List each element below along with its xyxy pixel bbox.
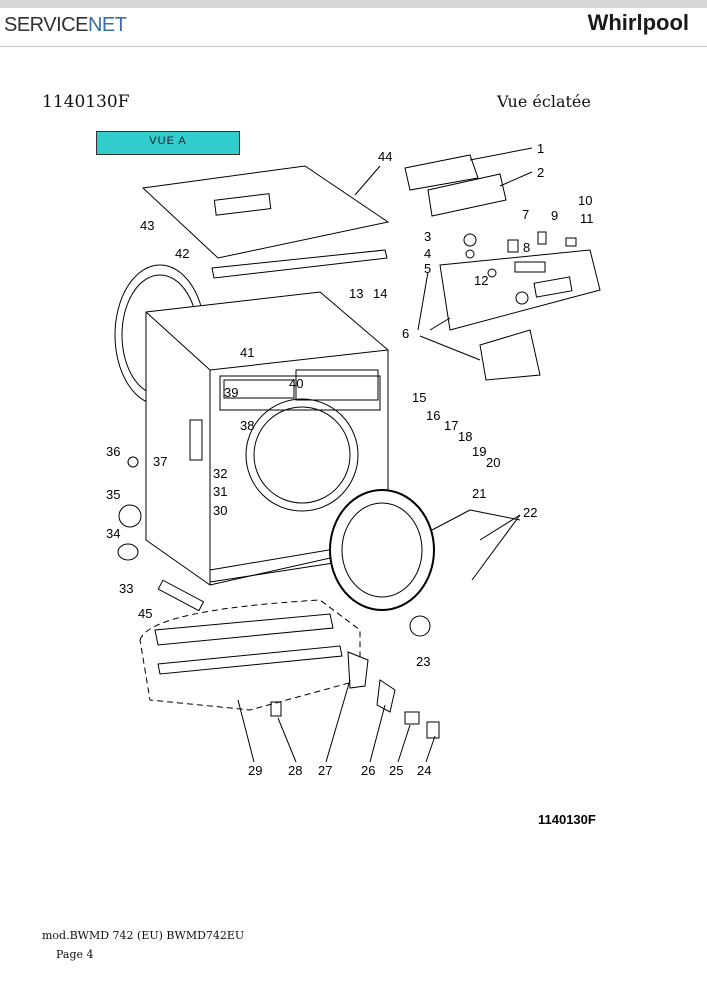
callout-5: 5: [424, 261, 431, 276]
part-lock-24: [426, 721, 440, 739]
callout-16: 16: [426, 408, 440, 423]
servicenet-logo: SERVICENET: [4, 14, 127, 37]
callout-6: 6: [402, 326, 409, 341]
footer-page-number: Page 4: [56, 948, 94, 961]
callout-17: 17: [444, 418, 458, 433]
part-sw-11: [565, 237, 577, 247]
callout-38: 38: [240, 418, 254, 433]
part-control-panel: [439, 249, 601, 331]
callout-3: 3: [424, 229, 431, 244]
callout-labels: 1 2 3 4 5 6 7 8 9 10 11 12 13 14 15 16 1…: [106, 141, 594, 778]
callout-41: 41: [240, 345, 254, 360]
callout-26: 26: [361, 763, 375, 778]
logo-text-service: SERVICE: [4, 14, 88, 36]
callout-42: 42: [175, 246, 189, 261]
callout-44: 44: [378, 149, 392, 164]
callout-8: 8: [523, 240, 530, 255]
callout-4: 4: [424, 246, 431, 261]
whirlpool-logo: Whirlpool: [587, 10, 689, 35]
part-hose-33: [117, 543, 139, 561]
footer-model: mod.BWMD 742 (EU) BWMD742EU: [42, 929, 245, 942]
header-divider: [0, 46, 707, 47]
callout-13: 13: [349, 286, 363, 301]
callout-23: 23: [416, 654, 430, 669]
callout-37: 37: [153, 454, 167, 469]
header-band: [0, 0, 707, 8]
part-filter-23: [409, 615, 431, 637]
part-pcb-1: [404, 154, 479, 191]
callout-15: 15: [412, 390, 426, 405]
callout-7: 7: [522, 207, 529, 222]
callout-9: 9: [551, 208, 558, 223]
callout-40: 40: [289, 376, 303, 391]
callout-36: 36: [106, 444, 120, 459]
part-pump-34: [118, 504, 142, 528]
callout-2: 2: [537, 165, 544, 180]
callout-35: 35: [106, 487, 120, 502]
callout-21: 21: [472, 486, 486, 501]
callout-18: 18: [458, 429, 472, 444]
callout-28: 28: [288, 763, 302, 778]
view-label: VUE A: [96, 131, 240, 155]
reference-code-bottom: 1140130F: [538, 812, 596, 827]
callout-24: 24: [417, 763, 431, 778]
callout-10: 10: [578, 193, 592, 208]
part-sw-9: [537, 231, 547, 245]
part-sw-7: [507, 239, 519, 253]
logo-text-net: NET: [87, 14, 127, 36]
callout-19: 19: [472, 444, 486, 459]
callout-1: 1: [537, 141, 544, 156]
part-hinge-27: [347, 651, 369, 689]
part-bracket-37: [189, 419, 203, 461]
part-base-frame-29: [154, 613, 334, 646]
callout-20: 20: [486, 455, 500, 470]
part-top-cover: [141, 165, 390, 259]
part-knob-12: [487, 268, 497, 278]
callout-14: 14: [373, 286, 387, 301]
callout-32: 32: [213, 466, 227, 481]
part-trim-strip: [211, 249, 388, 279]
callout-34: 34: [106, 526, 120, 541]
callout-30: 30: [213, 503, 227, 518]
callout-31: 31: [213, 484, 227, 499]
part-foot-28: [270, 701, 282, 717]
document-code: 1140130F: [42, 92, 130, 112]
callout-39: 39: [224, 385, 238, 400]
callout-11: 11: [580, 211, 594, 226]
callout-25: 25: [389, 763, 403, 778]
callout-29: 29: [248, 763, 262, 778]
callout-22: 22: [523, 505, 537, 520]
document-title: Vue éclatée: [497, 92, 591, 111]
callout-12: 12: [474, 273, 488, 288]
part-lock-25: [404, 711, 420, 725]
part-knob-4: [465, 249, 475, 259]
part-drawer: [479, 329, 541, 381]
callout-45: 45: [138, 606, 152, 621]
callout-33: 33: [119, 581, 133, 596]
part-sw-8: [514, 261, 546, 273]
callout-27: 27: [318, 763, 332, 778]
part-knob-3: [463, 233, 477, 247]
callout-43: 43: [140, 218, 154, 233]
part-foot-35: [127, 456, 139, 468]
part-base-45: [157, 579, 205, 612]
part-pcb-2: [427, 173, 507, 217]
part-door: [329, 489, 435, 611]
part-hinge-26: [376, 679, 396, 713]
